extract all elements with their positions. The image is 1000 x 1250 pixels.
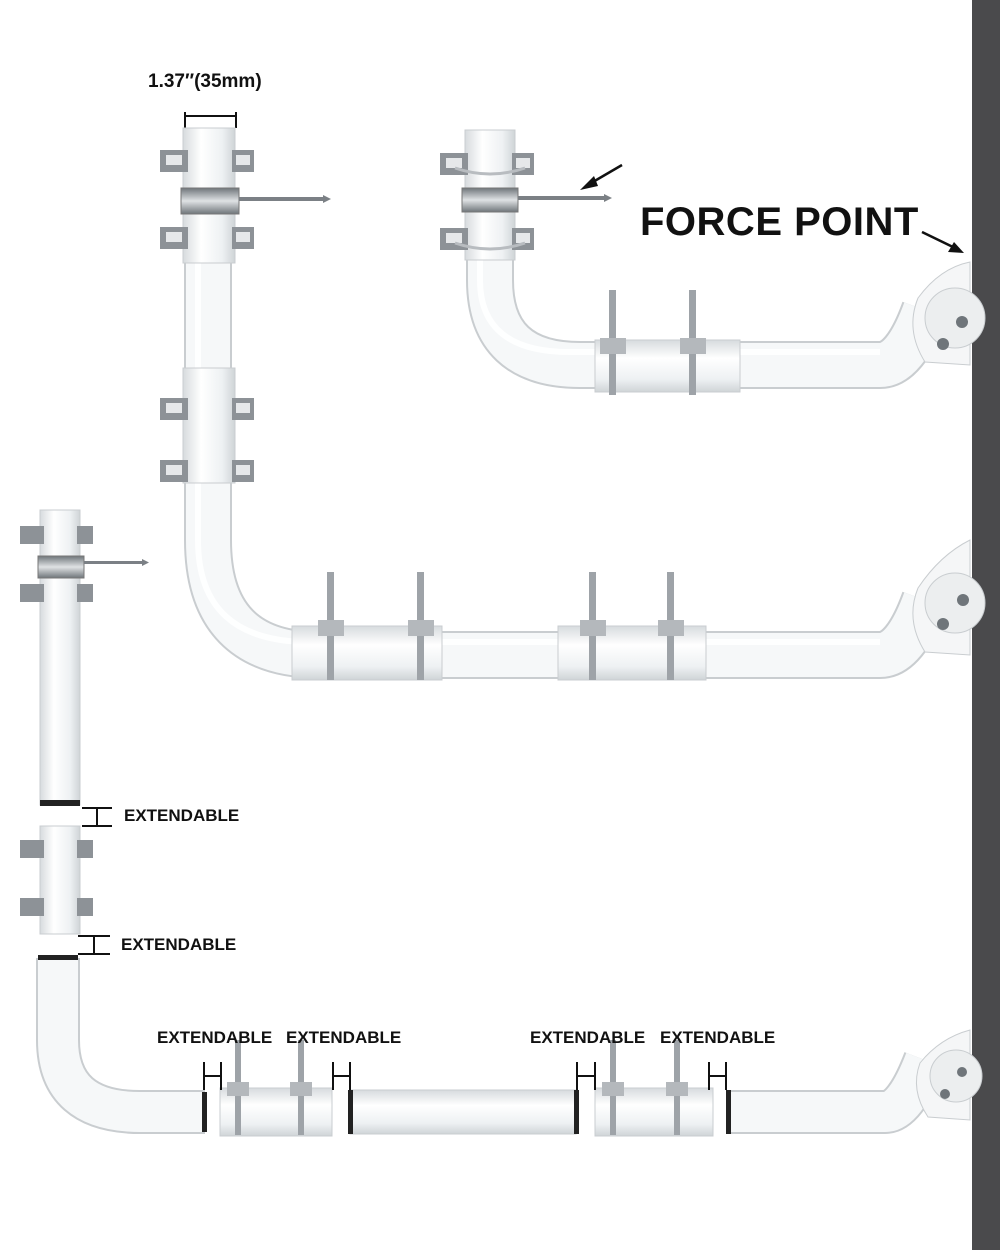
extendable-label: EXTENDABLE [286,1028,402,1047]
u-bolt-bracket [440,228,534,251]
u-bolt-bracket [160,398,254,420]
wall-bracket [912,539,986,656]
u-bolt-bracket [20,526,93,544]
extendable-gap-marker [332,1062,351,1090]
arrow-force [921,230,956,250]
threaded-bolt [408,572,434,680]
extendable-gap-marker [78,935,110,955]
threaded-bolt [318,572,344,680]
u-bolt-bracket [160,460,254,482]
extendable-gap-marker [203,1062,222,1090]
extendable-label: EXTENDABLE [121,935,237,954]
diameter-dimension [184,112,237,128]
u-bolt-bracket [160,150,254,172]
threaded-bolt [580,572,606,680]
threaded-bolt [658,572,684,680]
wall-bracket [912,261,986,366]
extendable-gap-marker [576,1062,596,1090]
threaded-bolt [290,1040,312,1135]
extendable-label: EXTENDABLE [530,1028,646,1047]
threaded-bolt [666,1040,688,1135]
u-bolt-bracket [440,153,534,176]
u-bolt-bracket [20,898,93,916]
extendable-gap-marker [708,1062,727,1090]
wall-bracket [915,1029,983,1121]
assembly-exploded-kit [20,509,983,1137]
diameter-label: 1.37″(35mm) [148,71,262,92]
force-point-label: FORCE POINT [640,200,919,244]
assembly-long-pole [160,112,986,681]
extendable-label: EXTENDABLE [157,1028,273,1047]
u-bolt-bracket [160,227,254,249]
extendable-label: EXTENDABLE [124,806,240,825]
u-bolt-bracket [20,840,93,858]
assembly-short-pole [440,129,986,395]
wall-surface [972,0,1000,1250]
u-bolt-bracket [20,584,93,602]
extendable-gap-marker [82,807,112,827]
extendable-label: EXTENDABLE [660,1028,776,1047]
threaded-bolt [227,1040,249,1135]
threaded-bolt [680,290,706,395]
clamp-screw [518,196,604,200]
threaded-bolt [600,290,626,395]
threaded-bolt [602,1040,624,1135]
